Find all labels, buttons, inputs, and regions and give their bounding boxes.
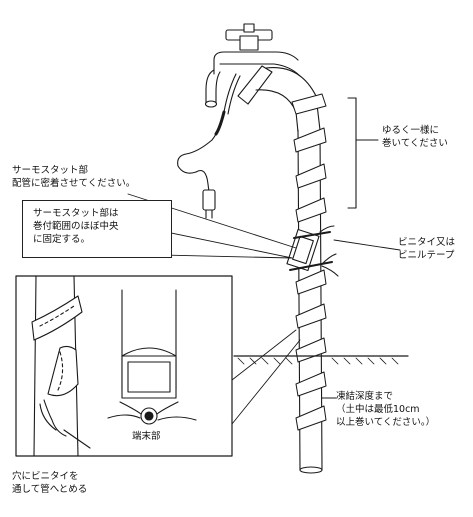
vinyl-ties	[289, 225, 339, 277]
range-bracket	[347, 97, 357, 209]
leader-tie	[333, 239, 401, 251]
detail-inset	[15, 275, 301, 457]
label-hole-tie: 穴にビニタイを 通して管へとめる	[12, 471, 88, 495]
label-end-part: 端末部	[132, 431, 161, 442]
label-thermostat-tight: サーモスタット部 配管に密着させてください。	[12, 165, 136, 189]
label-wrap-evenly: ゆるく一様に 巻いてください	[382, 125, 448, 149]
label-freeze-depth: 凍結深度まで （土中は最低10cm 以上巻いてください。）	[336, 391, 436, 428]
power-cord	[177, 73, 241, 219]
label-thermostat-fix: サーモスタット部は 巻付範囲のほぼ中央 に固定する。	[33, 208, 119, 245]
heater-spiral	[291, 93, 327, 431]
faucet	[204, 23, 301, 108]
label-tie-or-tape: ビニタイ又は ビニルテープ	[398, 237, 456, 261]
callout-thermostat-fix: サーモスタット部は 巻付範囲のほぼ中央 に固定する。	[22, 200, 172, 258]
